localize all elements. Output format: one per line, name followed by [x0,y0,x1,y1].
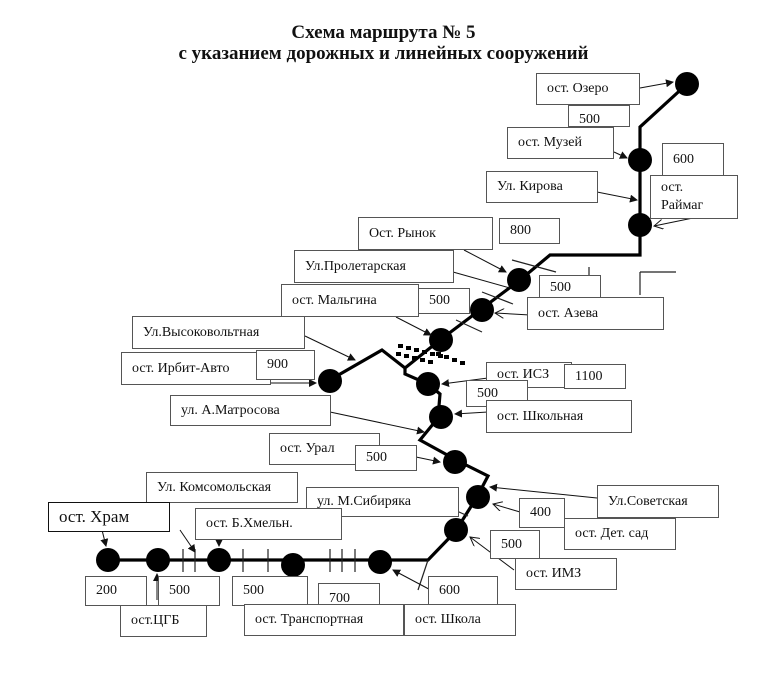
stop-ural [443,450,467,474]
label-stop-shkola: ост. Школа [404,604,516,636]
stop-det-sad [466,485,490,509]
route-branch-irbit [327,348,406,383]
label-distance: 500 [490,530,540,559]
stop-cgb [146,548,170,572]
label-street-kirova: Ул. Кирова [486,171,598,203]
road-marks [182,259,676,591]
label-street-komsomolskaya: Ул. Комсомольская [146,472,298,503]
stop-shkolnaya [429,405,453,429]
label-distance: 500 [158,576,220,606]
label-stop-raymag-line2: Раймаг [661,198,704,213]
stop-ozero [675,72,699,96]
stop-hram [96,548,120,572]
label-distance: 800 [499,218,560,244]
stop-azeva [470,298,494,322]
stop-imz [444,518,468,542]
label-stop-ozero: ост. Озеро [536,73,640,105]
stops [96,72,699,577]
label-street-proletarskaya: Ул.Пролетарская [294,250,454,283]
label-distance: 500 [355,445,417,471]
stop-transportnaya [281,553,305,577]
label-stop-rynok: Ост. Рынок [358,217,493,250]
label-distance: 500 [539,275,601,300]
label-stop-irbit-avto: ост. Ирбит-Авто [121,352,271,385]
stop-malgina [429,328,453,352]
label-stop-cgb: ост.ЦГБ [120,605,207,637]
label-street-vysokovoltnaya: Ул.Высоковольтная [132,316,305,349]
label-distance: 200 [85,576,147,606]
stop-raymag [628,213,652,237]
label-street-matrosova: ул. А.Матросова [170,395,331,426]
label-distance: 600 [428,576,498,606]
label-stop-det-sad: ост. Дет. сад [564,518,676,550]
label-stop-hram: ост. Храм [48,502,170,532]
label-distance: 500 [232,576,308,606]
label-stop-malgina: ост. Мальгина [281,284,419,317]
stop-b-hmeln [207,548,231,572]
label-stop-imz: ост. ИМЗ [515,558,617,590]
diagram-title: Схема маршрута № 5 [291,22,476,43]
label-distance: 600 [662,143,724,176]
label-stop-shkolnaya: ост. Школьная [486,400,632,433]
label-stop-raymag: ост. Раймаг [650,175,738,219]
stop-isz [416,372,440,396]
stop-shkola [368,550,392,574]
stop-irbit-avto [318,369,342,393]
label-street-sovetskaya: Ул.Советская [597,485,719,518]
stop-muzey [628,148,652,172]
label-stop-azeva: ост. Азева [527,297,664,330]
label-distance: 900 [256,350,315,380]
label-distance: 500 [568,105,630,127]
railway-crossing [396,344,465,365]
stop-rynok [507,268,531,292]
diagram-subtitle: с указанием дорожных и линейных сооружен… [178,43,589,64]
label-stop-muzey: ост. Музей [507,127,614,159]
label-stop-b-hmeln: ост. Б.Хмельн. [195,508,342,540]
label-stop-raymag-line1: ост. [661,180,684,195]
label-distance: 500 [418,288,470,314]
label-stop-transportnaya: ост. Транспортная [244,604,404,636]
label-distance: 400 [519,498,565,528]
label-distance: 1100 [564,364,626,389]
